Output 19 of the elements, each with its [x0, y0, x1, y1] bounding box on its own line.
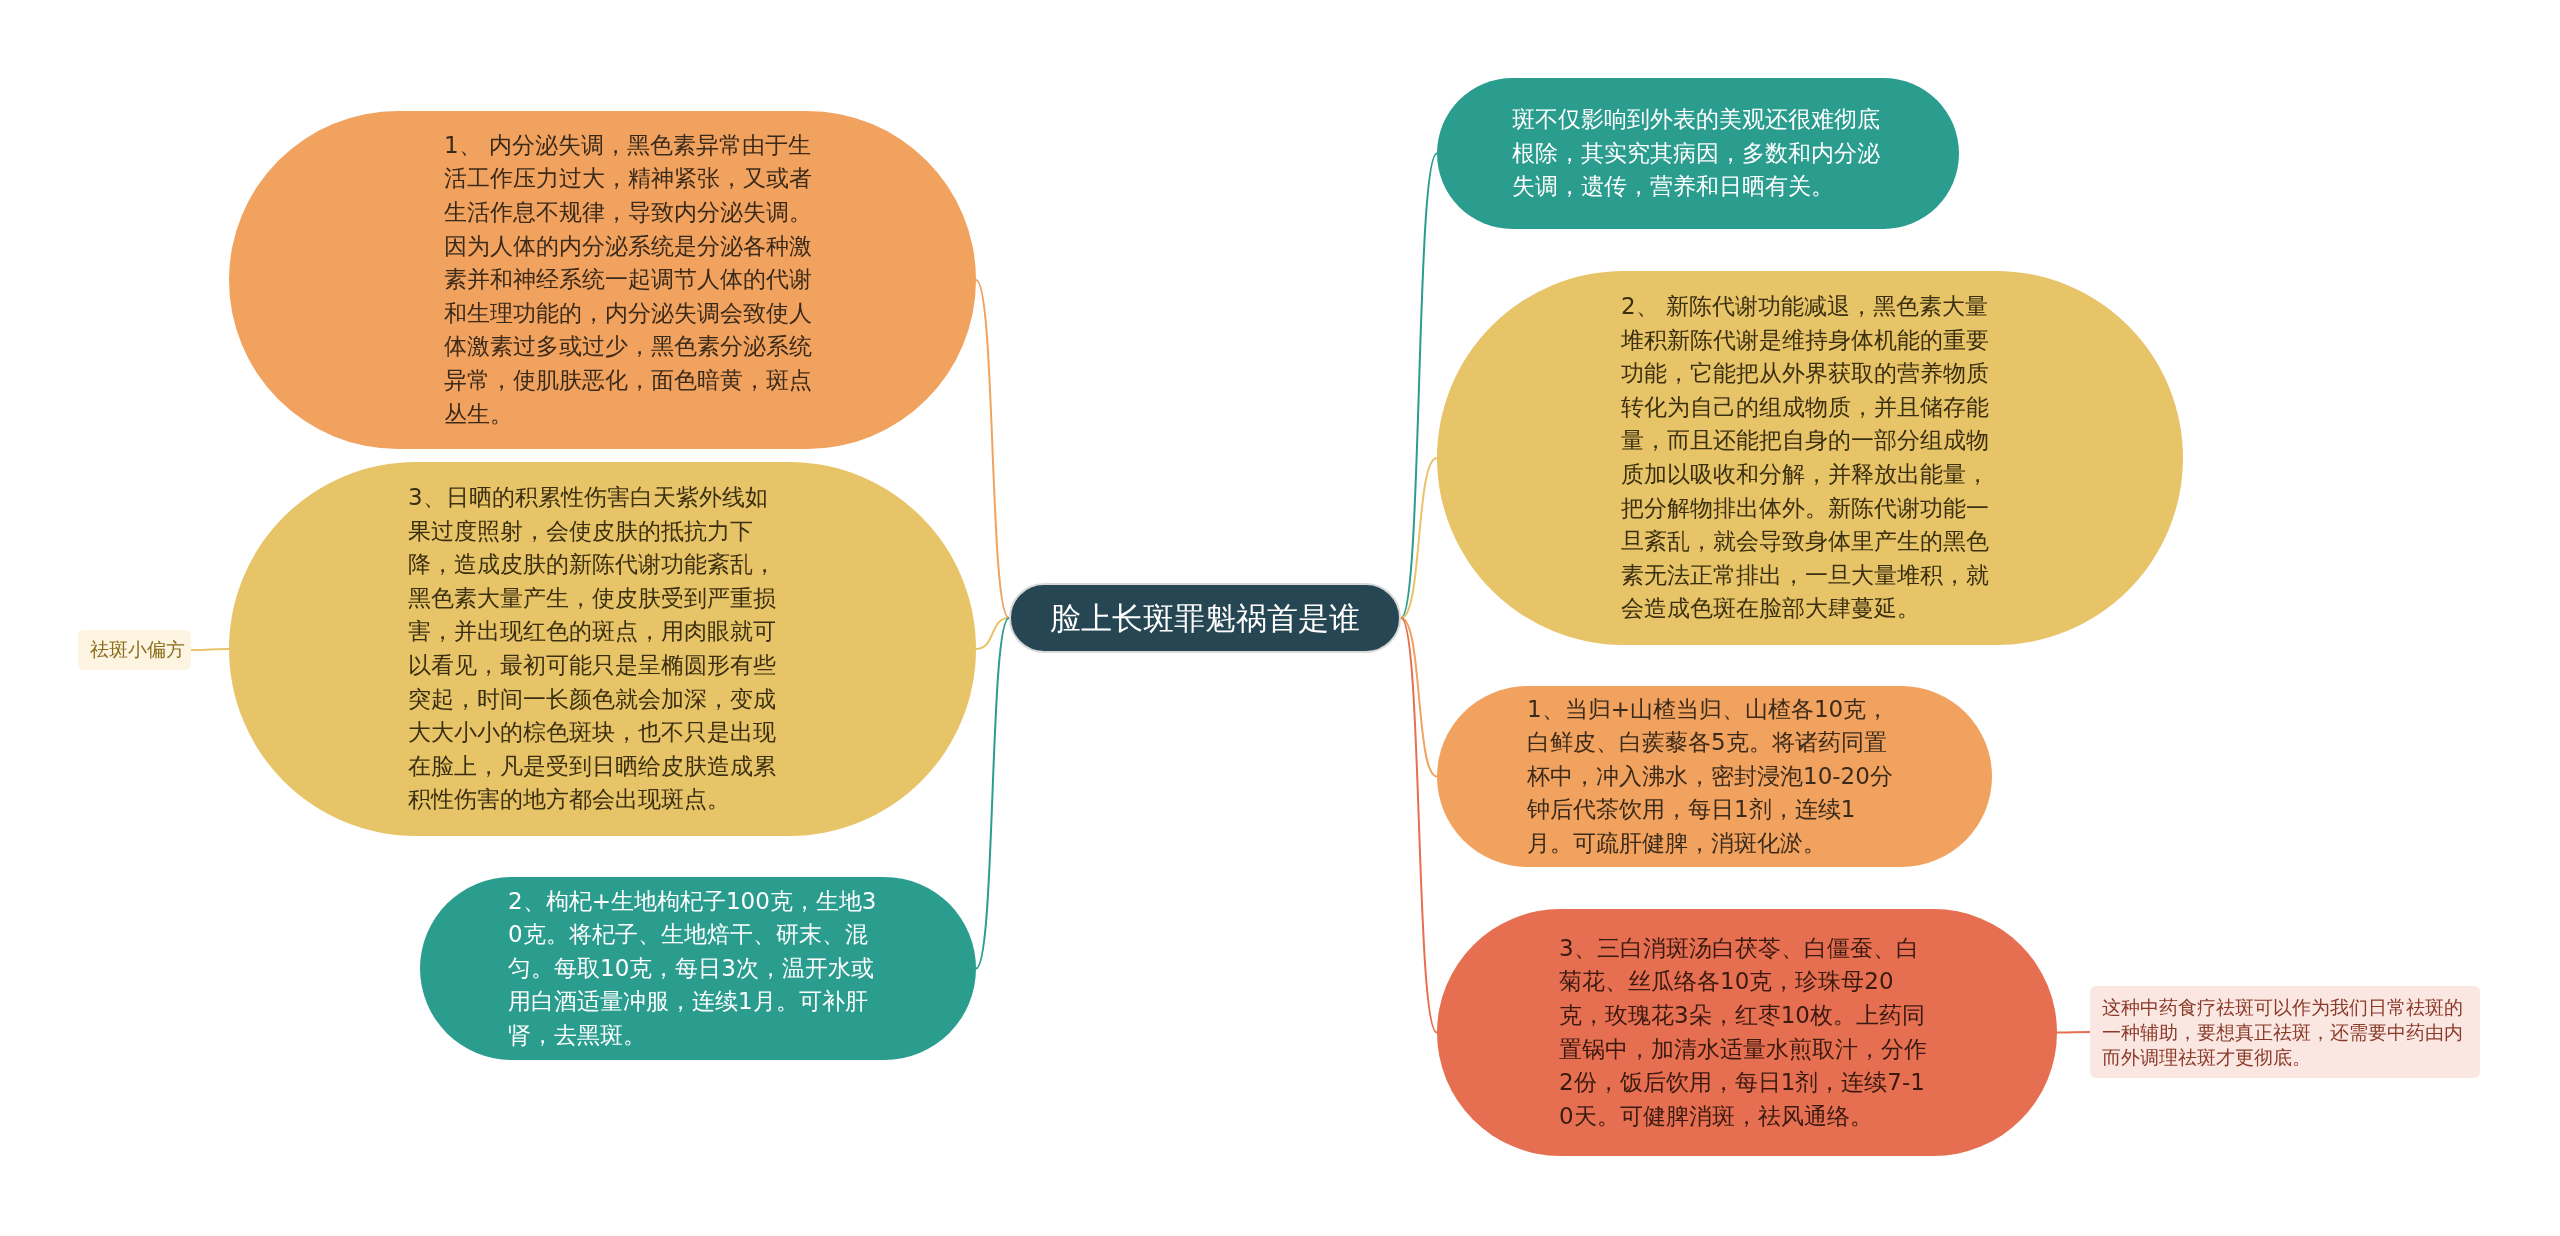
central-topic: 脸上长斑罪魁祸首是谁 [1009, 583, 1401, 653]
connector-line [975, 617, 1010, 650]
topic-bubble: 1、 内分泌失调，黑色素异常由于生活工作压力过大，精神紧张，又或者生活作息不规律，导致内分泌失调。因为人体的内分泌系统是分泌各种激素并和神经系统一起调节人体的代谢和生理功能的，内分泌失调会致使人体激素过多或过少，黑色素分泌系统异常，使肌肤恶化，面色暗黄，斑点丛生。 [229, 111, 976, 449]
topic-bubble: 2、 新陈代谢功能减退，黑色素大量堆积新陈代谢是维持身体机能的重要功能，它能把从外界获取的营养物质转化为自己的组成物质，并且储存能量，而且还能把自身的一部分组成物质加以吸收和分解，并释放出能量，把分解物排出体外。新陈代谢功能一旦紊乱，就会导致身体里产生的黑色素无法正常排出，一旦大量堆积，就会造成色斑在脸部大肆蔓延。 [1437, 271, 2183, 645]
connector-line [975, 617, 1010, 970]
topic-bubble: 3、三白消斑汤白茯苓、白僵蚕、白菊花、丝瓜络各10克，珍珠母20克，玫瑰花3朵，红枣10枚。上药同置锅中，加清水适量水煎取汁，分作2份，饭后饮用，每日1剂，连续7-10天。可健脾消斑，祛风通络。 [1437, 909, 2057, 1156]
topic-bubble: 1、当归+山楂当归、山楂各10克，白鲜皮、白蒺藜各5克。将诸药同置杯中，冲入沸水，密封浸泡10-20分钟后代茶饮用，每日1剂，连续1月。可疏肝健脾，消斑化淤。 [1437, 686, 1992, 867]
connector-line [1400, 152, 1438, 619]
note-box: 这种中药食疗祛斑可以作为我们日常祛斑的一种辅助，要想真正祛斑，还需要中药由内而外调理祛斑才更彻底。 [2090, 986, 2480, 1078]
connector-line [1400, 457, 1438, 619]
connector-line [1400, 617, 1438, 1034]
topic-bubble: 斑不仅影响到外表的美观还很难彻底根除，其实究其病因，多数和内分泌失调，遗传，营养和日晒有关。 [1437, 78, 1959, 229]
topic-bubble: 2、枸杞+生地枸杞子100克，生地30克。将杞子、生地焙干、研末、混匀。每取10克，每日3次，温开水或用白酒适量冲服，连续1月。可补肝肾，去黑斑。 [420, 877, 976, 1060]
connector-line [2056, 1031, 2091, 1034]
connector-line [975, 279, 1010, 619]
connector-line [1400, 617, 1438, 778]
label-tag: 祛斑小偏方 [78, 630, 191, 670]
topic-bubble: 3、日晒的积累性伤害白天紫外线如果过度照射，会使皮肤的抵抗力下降，造成皮肤的新陈代谢功能紊乱，黑色素大量产生，使皮肤受到严重损害，并出现红色的斑点，用肉眼就可以看见，最初可能只是呈椭圆形有些突起，时间一长颜色就会加深，变成大大小小的棕色斑块，也不只是出现在脸上，凡是受到日晒给皮肤造成累积性伤害的地方都会出现斑点。 [229, 462, 976, 836]
connector-line [190, 648, 230, 651]
